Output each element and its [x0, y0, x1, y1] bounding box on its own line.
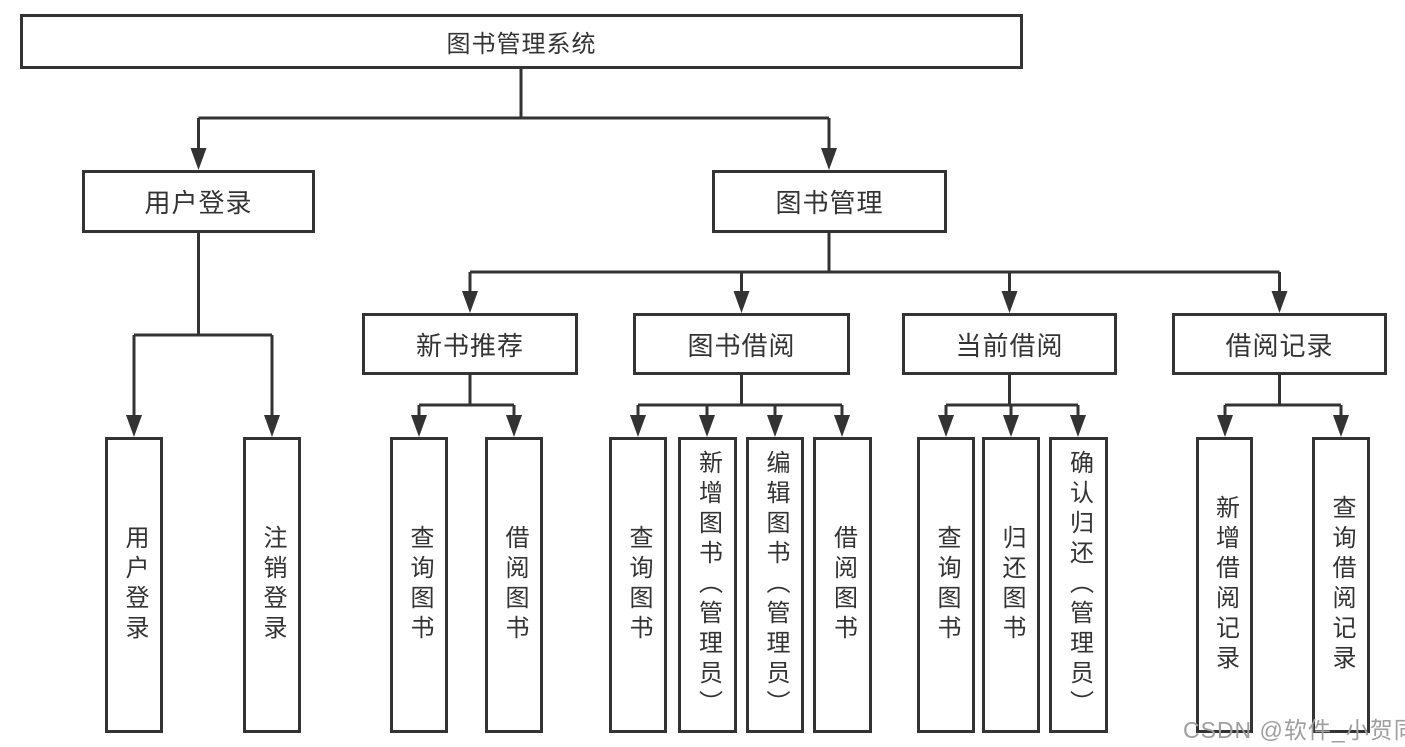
node-library-management-system: 图书管理系统: [20, 14, 1023, 69]
node-label: 注销登录: [259, 525, 286, 645]
node-query-borrow-record: 查询借阅记录: [1312, 437, 1370, 733]
node-label: 新增借阅记录: [1211, 495, 1239, 675]
node-book-borrowing: 图书借阅: [633, 313, 850, 375]
node-edit-books-admin: 编辑图书（管理员）: [746, 437, 804, 733]
node-label: 用户登录: [121, 525, 148, 645]
node-label: 借阅图书: [501, 525, 528, 645]
node-return-books: 归还图书: [982, 437, 1040, 733]
node-query-books-under-current: 查询图书: [917, 437, 975, 733]
node-label: 归还图书: [998, 525, 1025, 645]
node-logout-action: 注销登录: [243, 437, 301, 733]
node-current-borrowing: 当前借阅: [902, 313, 1117, 375]
node-confirm-return-admin: 确认归还（管理员）: [1049, 437, 1108, 733]
node-add-books-admin: 新增图书（管理员）: [678, 437, 737, 733]
node-label: 确认归还（管理员）: [1065, 450, 1093, 720]
node-label: 查询借阅记录: [1328, 495, 1355, 675]
node-label: 查询图书: [625, 525, 652, 645]
node-query-books-under-borrowing: 查询图书: [609, 437, 667, 733]
node-label: 借阅图书: [829, 525, 857, 645]
node-add-borrow-record: 新增借阅记录: [1196, 437, 1253, 733]
node-label: 编辑图书（管理员）: [762, 450, 789, 720]
node-query-books-under-recommendation: 查询图书: [390, 437, 448, 733]
csdn-watermark: CSDN @软件_小贺同学: [1183, 717, 1405, 743]
node-new-book-recommendation: 新书推荐: [362, 313, 578, 375]
node-borrowing-records: 借阅记录: [1172, 313, 1387, 375]
node-borrow-books-under-recommendation: 借阅图书: [485, 437, 543, 733]
node-user-login: 用户登录: [82, 170, 315, 233]
node-book-management: 图书管理: [712, 170, 947, 233]
node-label: 查询图书: [406, 525, 433, 645]
node-label: 查询图书: [933, 525, 960, 645]
node-borrow-books-under-book-borrowing: 借阅图书: [813, 437, 872, 733]
node-user-login-action: 用户登录: [105, 437, 163, 733]
node-label: 新增图书（管理员）: [694, 450, 722, 720]
